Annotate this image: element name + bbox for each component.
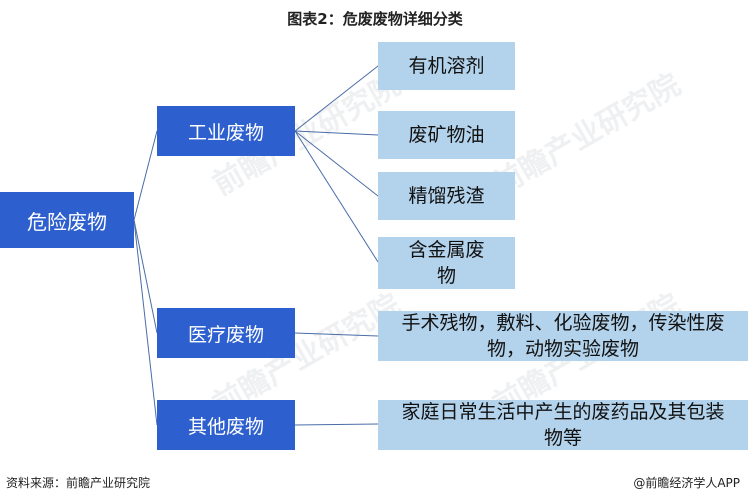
leaf-metal-waste: 含金属废物 [378, 237, 515, 289]
chart-title: 图表2：危废废物详细分类 [287, 10, 463, 28]
category-other-waste: 其他废物 [157, 400, 295, 450]
leaf-organic-solvent: 有机溶剂 [378, 42, 515, 90]
connector-medical-leaf [294, 332, 379, 337]
category-industrial-waste: 工业废物 [157, 106, 295, 156]
brand-note: @前瞻经济学人APP [633, 476, 740, 490]
connector-root-industrial [133, 130, 158, 221]
leaf-waste-mineral-oil: 废矿物油 [378, 111, 515, 159]
leaf-medical-detail: 手术残物，敷料、化验废物，传染性废物，动物实验废物 [378, 311, 748, 361]
source-note: 资料来源：前瞻产业研究院 [6, 476, 151, 490]
category-medical-waste: 医疗废物 [157, 308, 295, 358]
connector-root-medical [133, 219, 158, 334]
root-node: 危险废物 [0, 192, 134, 248]
leaf-other-detail: 家庭日常生活中产生的废药品及其包装物等 [378, 400, 748, 450]
connector-industrial-leaf-1 [294, 65, 379, 132]
connector-industrial-leaf-4 [294, 130, 379, 263]
leaf-distillation-residue: 精馏残渣 [378, 172, 515, 220]
connector-root-other [133, 219, 158, 426]
connector-other-leaf [294, 423, 379, 426]
connector-industrial-leaf-2 [294, 130, 379, 136]
connector-industrial-leaf-3 [294, 130, 379, 197]
